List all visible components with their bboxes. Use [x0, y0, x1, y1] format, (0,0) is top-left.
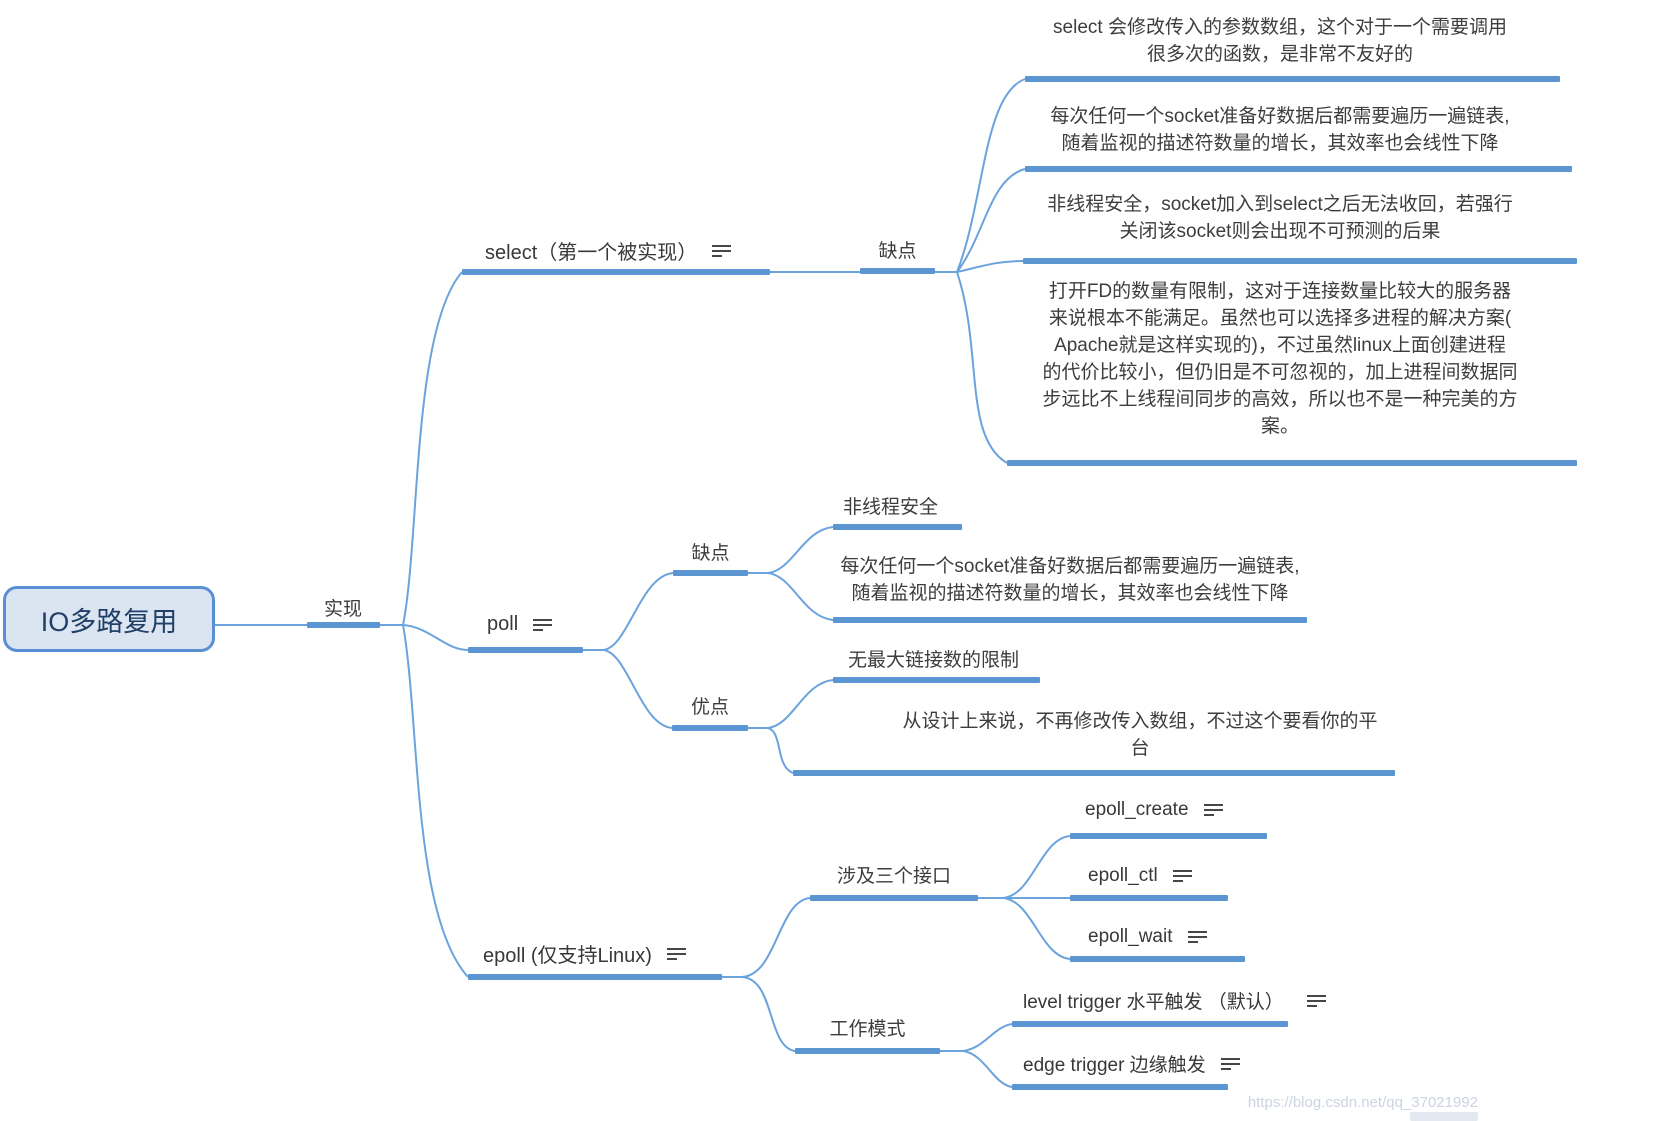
branch-underline-select-con1[interactable] — [1025, 76, 1560, 82]
topic-select-cons-label: 缺点 — [878, 241, 917, 262]
topic-epoll-modes[interactable]: 工作模式 — [795, 1014, 940, 1041]
topic-line: 随着监视的描述符数量的增长，其效率也会线性下降 — [1061, 133, 1499, 154]
topic-line: 台 — [1130, 738, 1150, 759]
topic-line: 非线程安全 — [843, 497, 939, 518]
topic-level-trigger-label: level trigger 水平触发 （默认） — [1023, 992, 1284, 1013]
topic-poll-label: poll — [487, 613, 519, 635]
topic-line: 无最大链接数的限制 — [848, 650, 1020, 671]
topic-line: 步远比不上线程间同步的高效，所以也不是一种完美的方 — [1042, 389, 1518, 410]
branch-underline-select-con2[interactable] — [1025, 166, 1572, 172]
topic-line: 每次任何一个socket准备好数据后都需要遍历一遍链表, — [840, 556, 1300, 577]
branch-underline-epoll-modes[interactable] — [795, 1048, 940, 1054]
topic-poll-con2[interactable]: 每次任何一个socket准备好数据后都需要遍历一遍链表, 随着监视的描述符数量的… — [800, 553, 1340, 607]
topic-epoll-ctl[interactable]: epoll_ctl — [1088, 865, 1193, 887]
topic-poll-con1[interactable]: 非线程安全 — [843, 492, 938, 519]
topic-root[interactable]: IO多路复用 — [3, 586, 215, 652]
topic-line: Apache就是这样实现的)，不过虽然linux上面创建进程 — [1054, 335, 1506, 356]
branch-underline-epoll-create[interactable] — [1070, 833, 1267, 839]
branch-underline-poll-con2[interactable] — [833, 617, 1307, 623]
branch-underline-epoll-ctl[interactable] — [1070, 895, 1228, 901]
topic-epoll-apis-label: 涉及三个接口 — [836, 866, 951, 887]
topic-epoll-apis[interactable]: 涉及三个接口 — [810, 861, 978, 888]
branch-underline-select-con3[interactable] — [1023, 258, 1577, 264]
notes-icon[interactable] — [1220, 1057, 1241, 1071]
watermark-badge — [1410, 1112, 1478, 1121]
branch-underline-poll-pro1[interactable] — [833, 677, 1040, 683]
topic-select-cons[interactable]: 缺点 — [860, 236, 935, 263]
topic-line: 来说根本不能满足。虽然也可以选择多进程的解决方案( — [1048, 308, 1512, 329]
topic-line: 从设计上来说，不再修改传入数组，不过这个要看你的平 — [902, 711, 1378, 732]
branch-underline-select-con4[interactable] — [1007, 460, 1577, 466]
branch-underline-poll-cons[interactable] — [673, 570, 748, 576]
branch-underline-select[interactable] — [462, 269, 770, 275]
topic-line: select 会修改传入的参数数组，这个对于一个需要调用 — [1053, 17, 1507, 38]
topic-select-con1[interactable]: select 会修改传入的参数数组，这个对于一个需要调用 很多次的函数，是非常不… — [985, 14, 1575, 68]
branch-underline-shixian[interactable] — [307, 622, 380, 628]
topic-edge-trigger-label: edge trigger 边缘触发 — [1023, 1055, 1206, 1076]
branch-underline-poll-con1[interactable] — [833, 524, 962, 530]
topic-epoll-wait-label: epoll_wait — [1088, 926, 1173, 947]
topic-epoll-create[interactable]: epoll_create — [1085, 799, 1224, 821]
topic-poll[interactable]: poll — [487, 613, 553, 636]
branch-underline-select-cons[interactable] — [860, 268, 935, 274]
topic-shixian-label: 实现 — [323, 599, 362, 620]
topic-poll-pros-label: 优点 — [690, 697, 729, 718]
notes-icon[interactable] — [1306, 994, 1327, 1008]
notes-icon[interactable] — [666, 947, 687, 961]
topic-line: 非线程安全，socket加入到select之后无法收回，若强行 — [1047, 194, 1513, 215]
topic-select-con4[interactable]: 打开FD的数量有限制，这对于连接数量比较大的服务器 来说根本不能满足。虽然也可以… — [985, 278, 1575, 440]
topic-poll-pro1[interactable]: 无最大链接数的限制 — [848, 645, 1019, 672]
topic-poll-cons-label: 缺点 — [691, 543, 730, 564]
topic-shixian[interactable]: 实现 — [303, 594, 383, 621]
topic-line: 每次任何一个socket准备好数据后都需要遍历一遍链表, — [1050, 106, 1510, 127]
branch-underline-epoll-wait[interactable] — [1070, 956, 1245, 962]
branch-underline-epoll-apis[interactable] — [810, 895, 978, 901]
topic-epoll-ctl-label: epoll_ctl — [1088, 865, 1158, 886]
topic-epoll-modes-label: 工作模式 — [829, 1019, 906, 1040]
watermark: https://blog.csdn.net/qq_37021992 — [1240, 1094, 1478, 1111]
branch-underline-poll-pros[interactable] — [672, 725, 748, 731]
topic-epoll-create-label: epoll_create — [1085, 799, 1189, 820]
branch-underline-poll[interactable] — [468, 647, 583, 653]
topic-poll-pro2[interactable]: 从设计上来说，不再修改传入数组，不过这个要看你的平 台 — [850, 708, 1430, 762]
topic-line: 很多次的函数，是非常不友好的 — [1146, 44, 1413, 65]
notes-icon[interactable] — [1172, 869, 1193, 883]
topic-poll-cons[interactable]: 缺点 — [673, 538, 748, 565]
topic-edge-trigger[interactable]: edge trigger 边缘触发 — [1023, 1050, 1241, 1077]
topic-level-trigger[interactable]: level trigger 水平触发 （默认） — [1023, 987, 1327, 1014]
topic-epoll[interactable]: epoll (仅支持Linux) — [483, 939, 687, 968]
branch-underline-level-trigger[interactable] — [1012, 1021, 1288, 1027]
notes-icon[interactable] — [532, 618, 553, 632]
notes-icon[interactable] — [1187, 930, 1208, 944]
notes-icon[interactable] — [711, 244, 732, 258]
topic-select-con3[interactable]: 非线程安全，socket加入到select之后无法收回，若强行 关闭该socke… — [985, 191, 1575, 245]
topic-poll-pros[interactable]: 优点 — [672, 692, 748, 719]
topic-line: 案。 — [1260, 416, 1299, 437]
watermark-url: https://blog.csdn.net/qq_37021992 — [1247, 1094, 1478, 1111]
branch-underline-edge-trigger[interactable] — [1012, 1084, 1228, 1090]
topic-select-label: select（第一个被实现） — [485, 242, 698, 264]
topic-line: 打开FD的数量有限制，这对于连接数量比较大的服务器 — [1048, 281, 1512, 302]
topic-epoll-label: epoll (仅支持Linux) — [483, 945, 652, 967]
branch-underline-epoll[interactable] — [468, 974, 722, 980]
topic-root-label: IO多路复用 — [40, 606, 178, 637]
notes-icon[interactable] — [1203, 803, 1224, 817]
topic-line: 关闭该socket则会出现不可预测的后果 — [1119, 221, 1441, 242]
topic-select[interactable]: select（第一个被实现） — [485, 236, 732, 265]
topic-select-con2[interactable]: 每次任何一个socket准备好数据后都需要遍历一遍链表, 随着监视的描述符数量的… — [985, 103, 1575, 157]
branch-underline-poll-pro2[interactable] — [793, 770, 1395, 776]
topic-epoll-wait[interactable]: epoll_wait — [1088, 926, 1208, 948]
topic-line: 随着监视的描述符数量的增长，其效率也会线性下降 — [851, 583, 1289, 604]
topic-line: 的代价比较小，但仍旧是不可忽视的，加上进程间数据同 — [1042, 362, 1518, 383]
